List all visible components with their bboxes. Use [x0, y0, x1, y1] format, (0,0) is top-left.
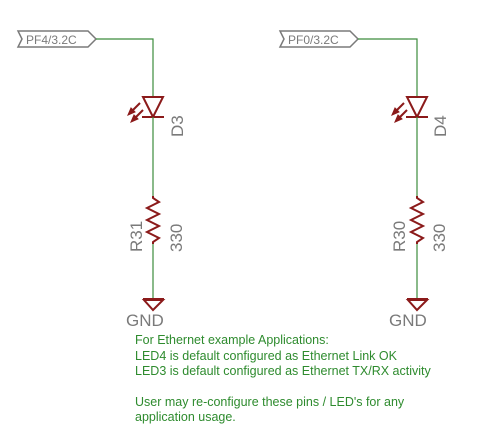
resistor-value-left: 330	[167, 224, 186, 252]
note-line: LED4 is default configured as Ethernet L…	[135, 348, 397, 363]
net-label-left: PF4/3.2C	[26, 33, 77, 47]
resistor-value-right: 330	[430, 224, 449, 252]
circuit-right: PF0/3.2C D4 R30 330 GND	[278, 30, 450, 330]
note-line: User may re-configure these pins / LED's…	[135, 394, 405, 409]
note-line: LED3 is default configured as Ethernet T…	[135, 364, 431, 378]
net-port-right	[278, 30, 360, 48]
net-label-right: PF0/3.2C	[288, 33, 339, 47]
ground-label-left: GND	[126, 311, 164, 330]
led-designator-right: D4	[431, 115, 450, 137]
schematic-note: For Ethernet example Applications: LED4 …	[135, 333, 480, 426]
resistor-r30-symbol	[408, 196, 426, 244]
ground-symbol-left	[141, 298, 166, 312]
led-d3-symbol	[127, 96, 165, 123]
ground-symbol-right	[405, 298, 430, 312]
resistor-r31-symbol	[144, 196, 162, 244]
resistor-designator-left: R31	[127, 221, 146, 252]
circuit-left: PF4/3.2C D3 R31 330 GND	[16, 30, 187, 330]
resistor-designator-right: R30	[390, 221, 409, 252]
ground-label-right: GND	[389, 311, 427, 330]
wire-top-right	[358, 38, 418, 96]
note-spacer	[135, 380, 480, 395]
wire-top-left	[96, 38, 154, 96]
note-line: application usage.	[135, 410, 236, 424]
led-d4-symbol	[391, 96, 429, 123]
net-port-left	[16, 30, 98, 48]
led-designator-left: D3	[168, 115, 187, 137]
note-line: For Ethernet example Applications:	[135, 333, 329, 347]
